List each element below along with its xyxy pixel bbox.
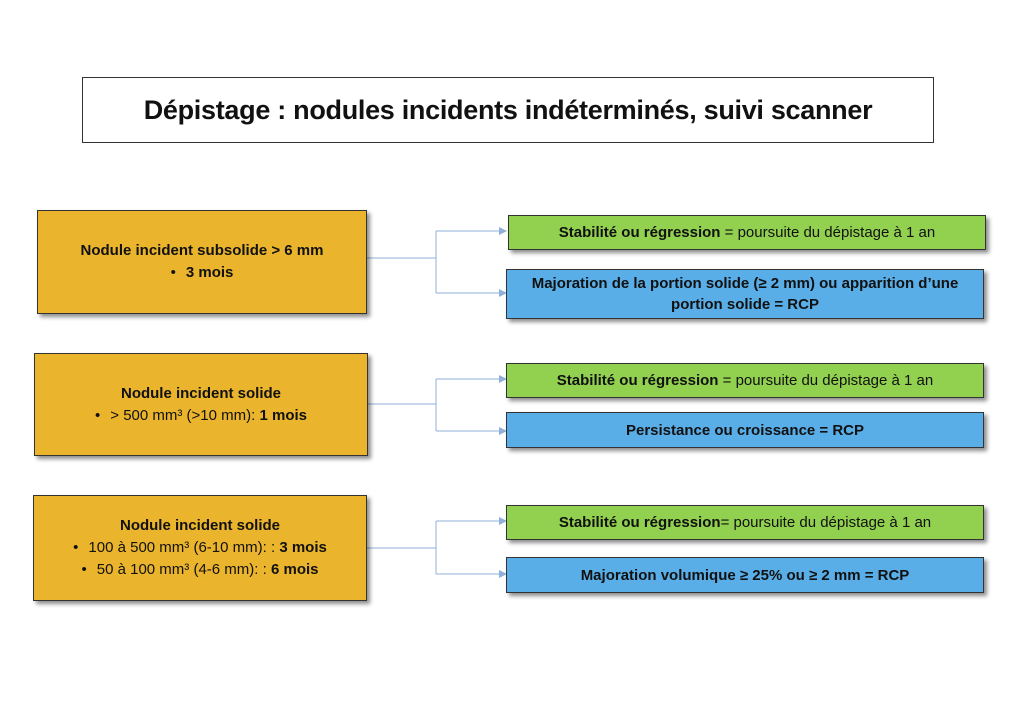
outcome-stable-3: Stabilité ou régression= poursuite du dé… <box>506 505 984 540</box>
bullet-icon: • <box>170 264 176 281</box>
source-bullet: • 100 à 500 mm³ (6-10 mm): : 3 mois <box>73 537 327 559</box>
bullet-text: 50 à 100 mm³ (4-6 mm): : <box>96 561 271 578</box>
outcome-lead: Stabilité ou régression <box>558 224 721 241</box>
bullet-delay: 3 mois <box>185 264 234 281</box>
bullet-icon: • <box>73 539 79 556</box>
connector-row-3 <box>367 517 507 578</box>
bullet-icon: • <box>95 406 101 424</box>
diagram-title: Dépistage : nodules incidents indétermin… <box>82 77 934 143</box>
source-box-subsolid: Nodule incident subsolide > 6 mm • 3 mois <box>37 210 367 314</box>
bullet-text: 100 à 500 mm³ (6-10 mm): : <box>88 539 280 556</box>
source-bullet: • 50 à 100 mm³ (4-6 mm): : 6 mois <box>81 559 318 581</box>
outcome-lead: Stabilité ou régression <box>556 372 719 389</box>
outcome-rest: = poursuite du dépistage à 1 an <box>720 224 936 241</box>
outcome-lead: Stabilité ou régression <box>558 514 721 531</box>
bullet-delay: 6 mois <box>270 561 319 578</box>
outcome-rest: = poursuite du dépistage à 1 an <box>720 514 932 531</box>
bullet-delay: 3 mois <box>279 539 327 556</box>
outcome-stable-2: Stabilité ou régression = poursuite du d… <box>506 363 984 398</box>
outcome-rcp-3: Majoration volumique ≥ 25% ou ≥ 2 mm = R… <box>506 557 984 593</box>
source-bullet: • > 500 mm³ (>10 mm): 1 mois <box>95 405 307 427</box>
outcome-rcp-2: Persistance ou croissance = RCP <box>506 412 984 448</box>
source-heading: Nodule incident solide <box>120 384 281 402</box>
source-box-solid-large: Nodule incident solide • > 500 mm³ (>10 m… <box>34 353 368 456</box>
source-box-solid-small: Nodule incident solide •100 à 500 mm³ (6… <box>33 495 367 601</box>
bullet-icon: • <box>81 561 87 578</box>
outcome-rest: = poursuite du dépistage à 1 an <box>718 372 934 389</box>
outcome-stable-1: Stabilité ou régression = poursuite du d… <box>508 215 986 250</box>
source-heading: Nodule incident subsolide > 6 mm <box>80 242 324 259</box>
connector-row-1 <box>367 227 507 297</box>
bullet-text: > 500 mm³ (>10 mm): <box>110 406 260 424</box>
source-heading: Nodule incident solide <box>119 517 280 534</box>
source-bullet: • 3 mois <box>171 262 234 284</box>
connector-row-2 <box>368 375 507 435</box>
bullet-delay: 1 mois <box>259 406 307 424</box>
outcome-rcp-1: Majoration de la portion solide (≥ 2 mm)… <box>506 269 984 319</box>
